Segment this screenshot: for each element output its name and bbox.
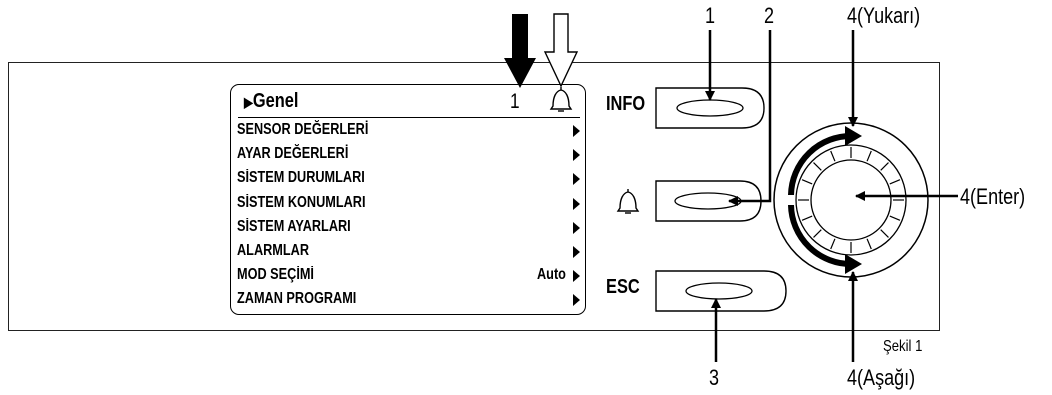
arc-up-arrowhead — [845, 126, 862, 146]
menu-item-sistem-durumlari[interactable]: SİSTEM DURUMLARI — [237, 169, 365, 186]
display-page-number: 1 — [510, 90, 520, 113]
callout-4-up: 4(Yukarı) — [847, 3, 921, 28]
knob-tick — [830, 150, 836, 162]
filled-down-arrow — [504, 14, 536, 88]
menu-item-sistem-konumlari[interactable]: SİSTEM KONUMLARI — [237, 194, 366, 211]
menu-item-alarmlar[interactable]: ALARMLAR — [237, 242, 310, 259]
title-underline — [238, 117, 580, 118]
alarm-bell-icon — [616, 189, 640, 214]
row-arrow-7 — [573, 270, 580, 282]
knob-tick — [830, 238, 836, 250]
info-button[interactable] — [655, 87, 765, 129]
menu-item-ayar-degerleri[interactable]: AYAR DEĞERLERİ — [237, 145, 349, 162]
menu-item-sensor-degerleri[interactable]: SENSOR DEĞERLERİ — [237, 121, 369, 138]
callout-4-enter: 4(Enter) — [960, 184, 1026, 209]
knob-tick — [801, 179, 813, 185]
knob-tick — [889, 215, 901, 221]
menu-row-arrows — [573, 125, 580, 306]
menu-title-text: Genel — [252, 90, 299, 112]
knob-tick — [889, 179, 901, 185]
title-marker: ▶ — [244, 94, 253, 110]
leader-2 — [728, 30, 772, 206]
callout-1: 1 — [705, 3, 716, 28]
row-arrow-8 — [573, 294, 580, 306]
menu-item-zaman-programi[interactable]: ZAMAN PROGRAMI — [237, 290, 357, 307]
knob-rotation-arc-up — [788, 132, 853, 196]
row-arrow-2 — [573, 149, 580, 161]
knob-tick-marks — [798, 147, 904, 253]
callout-4-down: 4(Aşağı) — [847, 365, 916, 390]
row-arrow-4 — [573, 198, 580, 210]
callout-3: 3 — [709, 365, 720, 390]
alarm-button[interactable] — [655, 180, 762, 222]
knob-tick — [880, 229, 889, 238]
knob-tick — [880, 162, 889, 171]
row-arrow-3 — [573, 173, 580, 185]
figure-caption: Şekil 1 — [883, 338, 923, 355]
menu-item-sistem-ayarlari[interactable]: SİSTEM AYARLARI — [237, 218, 351, 235]
knob-rotation-arc-down — [788, 204, 853, 268]
row-arrow-6 — [573, 246, 580, 258]
menu-item-mod-secimi[interactable]: MOD SEÇİMİ — [237, 266, 314, 283]
hollow-down-arrow — [543, 13, 579, 88]
knob-tick — [866, 238, 872, 250]
callout-2: 2 — [764, 3, 775, 28]
esc-button[interactable] — [655, 270, 787, 312]
esc-label: ESC — [606, 276, 640, 298]
row-arrow-5 — [573, 222, 580, 234]
mode-value: Auto — [537, 266, 566, 283]
bell-icon — [549, 87, 573, 112]
arc-down-arrowhead — [845, 254, 862, 274]
display-screen — [230, 84, 586, 315]
knob-tick — [813, 162, 822, 171]
knob-tick — [813, 229, 822, 238]
rotary-knob[interactable] — [773, 122, 929, 278]
knob-tick — [866, 150, 872, 162]
menu-title: ▶Genel — [244, 90, 298, 113]
knob-tick — [801, 215, 813, 221]
info-label: INFO — [606, 93, 646, 115]
row-arrow-1 — [573, 125, 580, 137]
